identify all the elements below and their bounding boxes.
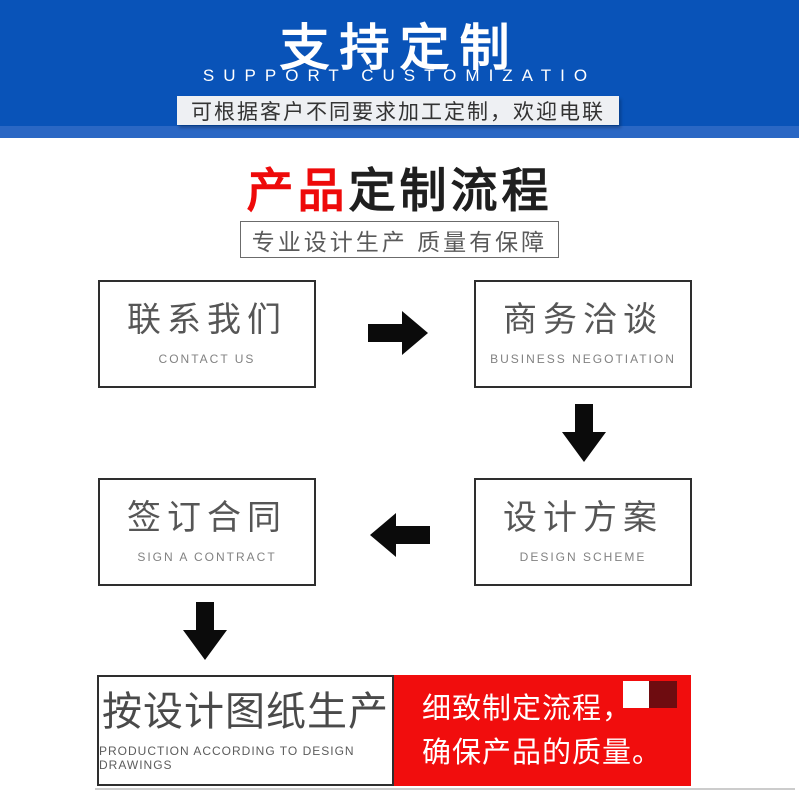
flow-step-contact-us: 联系我们 CONTACT US: [98, 280, 316, 388]
section-heading-highlight: 产品: [246, 164, 349, 217]
step-label-zh: 按设计图纸生产: [102, 689, 389, 734]
banner-bottom-strip: [0, 126, 799, 138]
banner-title: 支持定制: [279, 20, 520, 76]
step-label-en: SIGN A CONTRACT: [137, 549, 277, 564]
arrow-down-icon: [562, 404, 606, 462]
step-label-en: CONTACT US: [158, 351, 256, 366]
banner-note: 可根据客户不同要求加工定制，欢迎电联: [177, 96, 619, 125]
step-label-zh: 签订合同: [127, 499, 287, 538]
step-label-zh: 联系我们: [127, 301, 287, 340]
banner-subtitle: SUPPORT CUSTOMIZATIO: [202, 66, 597, 85]
step-label-en: BUSINESS NEGOTIATION: [490, 351, 676, 366]
section-heading: 产品定制流程: [0, 152, 799, 221]
step-label-en: PRODUCTION ACCORDING TO DESIGN DRAWINGS: [99, 743, 355, 772]
decor-white-square: [623, 681, 649, 708]
section-heading-rest: 定制流程: [348, 164, 553, 217]
section-tagline: 专业设计生产 质量有保障: [240, 221, 559, 258]
bottom-divider: [95, 788, 795, 790]
flow-step-production: 按设计图纸生产 PRODUCTION ACCORDING TO DESIGN D…: [97, 675, 394, 786]
callout-line1: 细致制定流程，: [422, 692, 633, 725]
flow-step-business-negotiation: 商务洽谈 BUSINESS NEGOTIATION: [474, 280, 692, 388]
flow-step-design-scheme: 设计方案 DESIGN SCHEME: [474, 478, 692, 586]
arrow-left-icon: [370, 513, 430, 557]
arrow-down-icon: [183, 602, 227, 660]
callout-line2: 确保产品的质量。: [422, 736, 663, 769]
quality-callout: 细致制定流程， 确保产品的质量。: [394, 675, 691, 786]
top-banner: 支持定制 SUPPORT CUSTOMIZATIO 可根据客户不同要求加工定制，…: [0, 0, 799, 138]
flow-step-sign-contract: 签订合同 SIGN A CONTRACT: [98, 478, 316, 586]
arrow-right-icon: [368, 311, 428, 355]
step-label-zh: 商务洽谈: [503, 301, 663, 340]
step-label-zh: 设计方案: [503, 499, 663, 538]
decor-darkred-square: [649, 681, 677, 708]
step-label-en: DESIGN SCHEME: [519, 549, 647, 564]
